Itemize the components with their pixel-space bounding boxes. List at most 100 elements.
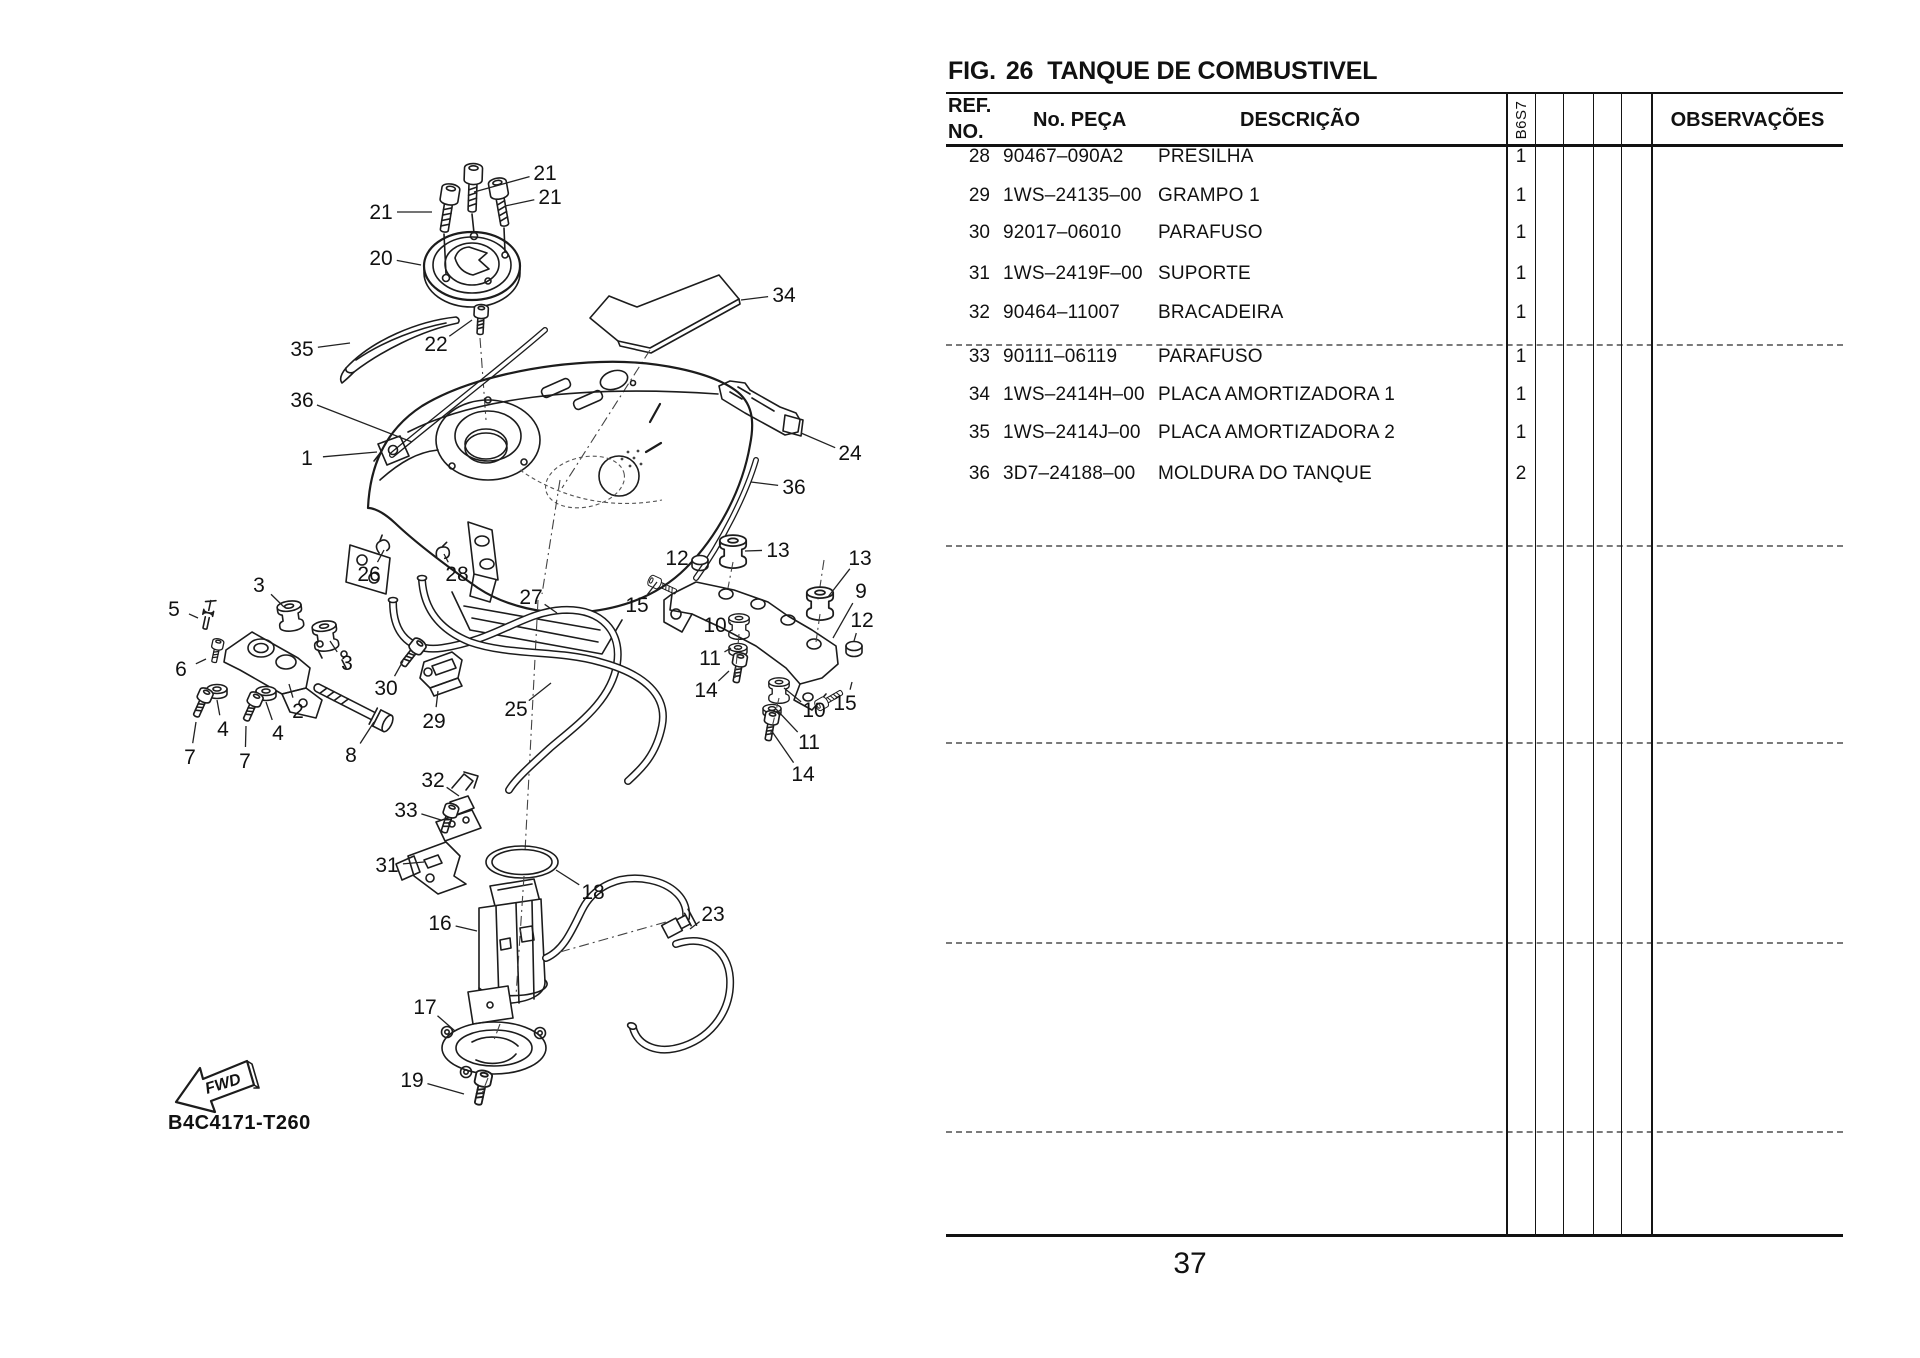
header-description: DESCRIÇÃO [1240, 109, 1361, 131]
callout-leader [689, 921, 700, 930]
callout-label: 26 [357, 563, 380, 586]
quantity-cell: 1 [1515, 422, 1527, 443]
callout-label: 17 [413, 996, 436, 1019]
callout-leader [427, 1083, 465, 1095]
callout-label: 19 [400, 1069, 423, 1092]
callout-leader [288, 683, 294, 698]
callout-leader [322, 451, 378, 458]
header-model-code: B6S7 [1512, 100, 1530, 140]
callout-label: 18 [581, 881, 604, 904]
part-number-cell: 90464–11007 [1003, 302, 1121, 323]
callout-label: 11 [699, 647, 721, 670]
ref-no-cell: 34 [968, 384, 990, 405]
header-part-number: No. PEÇA [1033, 109, 1127, 131]
quantity-cell: 1 [1515, 346, 1527, 367]
quantity-cell: 2 [1515, 463, 1527, 484]
callout-label: 1 [301, 447, 313, 470]
callout-label: 33 [394, 799, 417, 822]
callout-leader [359, 721, 375, 744]
callout-leader [504, 199, 535, 207]
callout-label: 35 [290, 338, 313, 361]
callout-leader [827, 568, 851, 598]
part-number-cell: 90467–090A2 [1003, 146, 1124, 167]
callout-label: 13 [766, 539, 789, 562]
callout-label: 12 [665, 547, 688, 570]
fwd-marker: FWD [174, 1059, 260, 1114]
tank-trim-parts [339, 274, 804, 581]
table-column-rule [1621, 92, 1622, 1237]
ref-no-cell: 32 [968, 302, 990, 323]
callout-leader [770, 729, 795, 764]
description-cell: MOLDURA DO TANQUE [1158, 463, 1372, 484]
callout-label: 14 [791, 763, 815, 786]
callout-leader [216, 699, 221, 716]
callout-leader [473, 175, 530, 193]
table-column-rule [1593, 92, 1594, 1237]
callout-label: 34 [772, 284, 796, 307]
callout-label: 10 [802, 699, 825, 722]
callout-label: 31 [375, 854, 398, 877]
callout-leader [646, 581, 658, 595]
callout-label: 15 [625, 594, 648, 617]
callout-label: 20 [369, 247, 392, 270]
callout-label: 3 [253, 574, 265, 597]
figure-label: FIG. [948, 57, 996, 85]
fuel-pump-cluster [395, 771, 735, 1108]
callout-label: 24 [838, 442, 862, 465]
callout-leader [446, 786, 460, 797]
callout-leader [448, 319, 473, 337]
header-observations: OBSERVAÇÕES [1670, 109, 1825, 131]
quantity-cell: 1 [1515, 185, 1527, 206]
description-cell: PARAFUSO [1158, 222, 1263, 243]
page-number: 37 [1173, 1247, 1207, 1280]
callout-label: 13 [848, 547, 871, 570]
callout-label: 23 [701, 903, 724, 926]
callout-label: 36 [782, 476, 805, 499]
callout-label: 29 [422, 710, 445, 733]
table-dashed-separator [946, 1131, 1843, 1133]
callout-leader [783, 687, 802, 703]
callout-label: 7 [184, 746, 196, 769]
callout-leader [724, 647, 732, 653]
callout-leader [544, 603, 558, 614]
callout-label: 28 [445, 563, 468, 586]
callout-leader [740, 295, 769, 301]
callout-leader [188, 613, 199, 619]
quantity-cell: 1 [1515, 222, 1527, 243]
table-column-rule [1506, 92, 1508, 1237]
table-dashed-separator [946, 545, 1843, 547]
rear-bracket-cluster [645, 534, 863, 743]
diagram-code: B4C4171-T260 [168, 1112, 311, 1134]
ref-no-cell: 30 [968, 222, 990, 243]
callout-leader [435, 690, 439, 708]
table-top-rule [946, 92, 1843, 94]
callout-leader [265, 701, 273, 721]
callout-leader [443, 553, 449, 563]
description-cell: PRESILHA [1158, 146, 1254, 167]
figure-name: TANQUE DE COMBUSTIVEL [1047, 57, 1378, 85]
part-number-cell: 1WS–2419F–00 [1003, 263, 1143, 284]
callout-leader [393, 660, 404, 677]
callout-leader [528, 682, 552, 702]
callout-leader [195, 658, 207, 665]
callout-label: 10 [703, 614, 726, 637]
callout-label: 27 [519, 586, 542, 609]
front-bracket-cluster [188, 598, 463, 733]
callout-label: 30 [374, 677, 397, 700]
table-header-rule [946, 144, 1843, 147]
callout-leader [717, 670, 730, 682]
callout-label: 15 [833, 692, 856, 715]
callout-leader [800, 432, 836, 449]
callout-leader [744, 549, 763, 552]
callout-label: 7 [239, 750, 251, 773]
callout-label: 22 [424, 333, 447, 356]
ref-no-cell: 36 [968, 463, 990, 484]
